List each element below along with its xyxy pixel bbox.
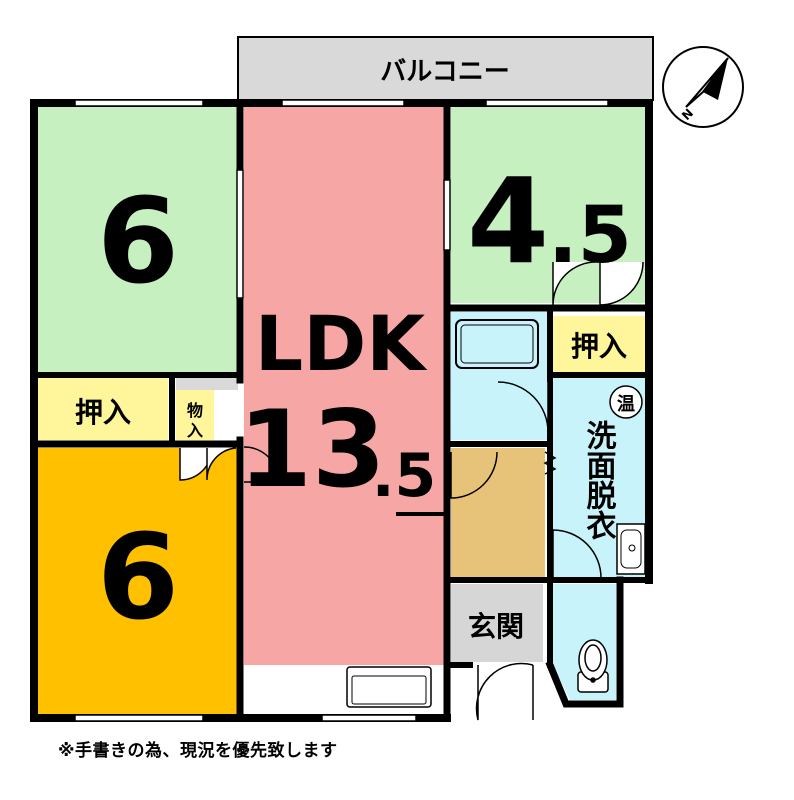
entrance [451,584,543,662]
hall-zigzag [543,451,557,475]
disclaimer-note: ※手書きの為、現況を優先致します [58,741,338,761]
compass-icon: N [662,46,744,128]
closet-west-north [38,378,168,440]
storage-small [176,390,214,440]
balcony-label: バルコニー [380,57,509,87]
closet-east [553,316,645,373]
room-east-north-size-main: 4 [467,152,549,290]
room-ldk [244,107,444,665]
room-east-north-size-decimal: .5 [548,191,632,281]
closet-west-label: 押入 [75,396,131,429]
hall [451,448,545,578]
room-west-north [38,107,239,375]
room-west-south [38,448,237,714]
entrance-label: 玄関 [468,610,524,643]
room-west-south-number: 6 [97,508,179,646]
balcony [237,36,654,101]
washroom-label: 洗面脱衣 [581,420,617,540]
kitchen-counter [346,666,432,708]
doors [179,261,644,721]
room-west-north-number: 6 [97,172,179,310]
ldk-size-main: 13 [238,388,386,511]
water-heater-icon [609,385,643,419]
water-heater-label: 温 [617,394,635,415]
ldk-name: LDK [255,299,429,388]
bathtub-inner [460,324,534,364]
storage-label-bottom: 入 [187,421,203,440]
closet-east-label: 押入 [571,330,627,363]
storage-label-top: 物 [187,401,203,420]
ldk-size-decimal: .5 [372,441,437,511]
storage-strip [176,378,238,390]
windows [74,99,609,722]
toilet-icon [577,639,609,693]
bathtub [455,319,539,369]
